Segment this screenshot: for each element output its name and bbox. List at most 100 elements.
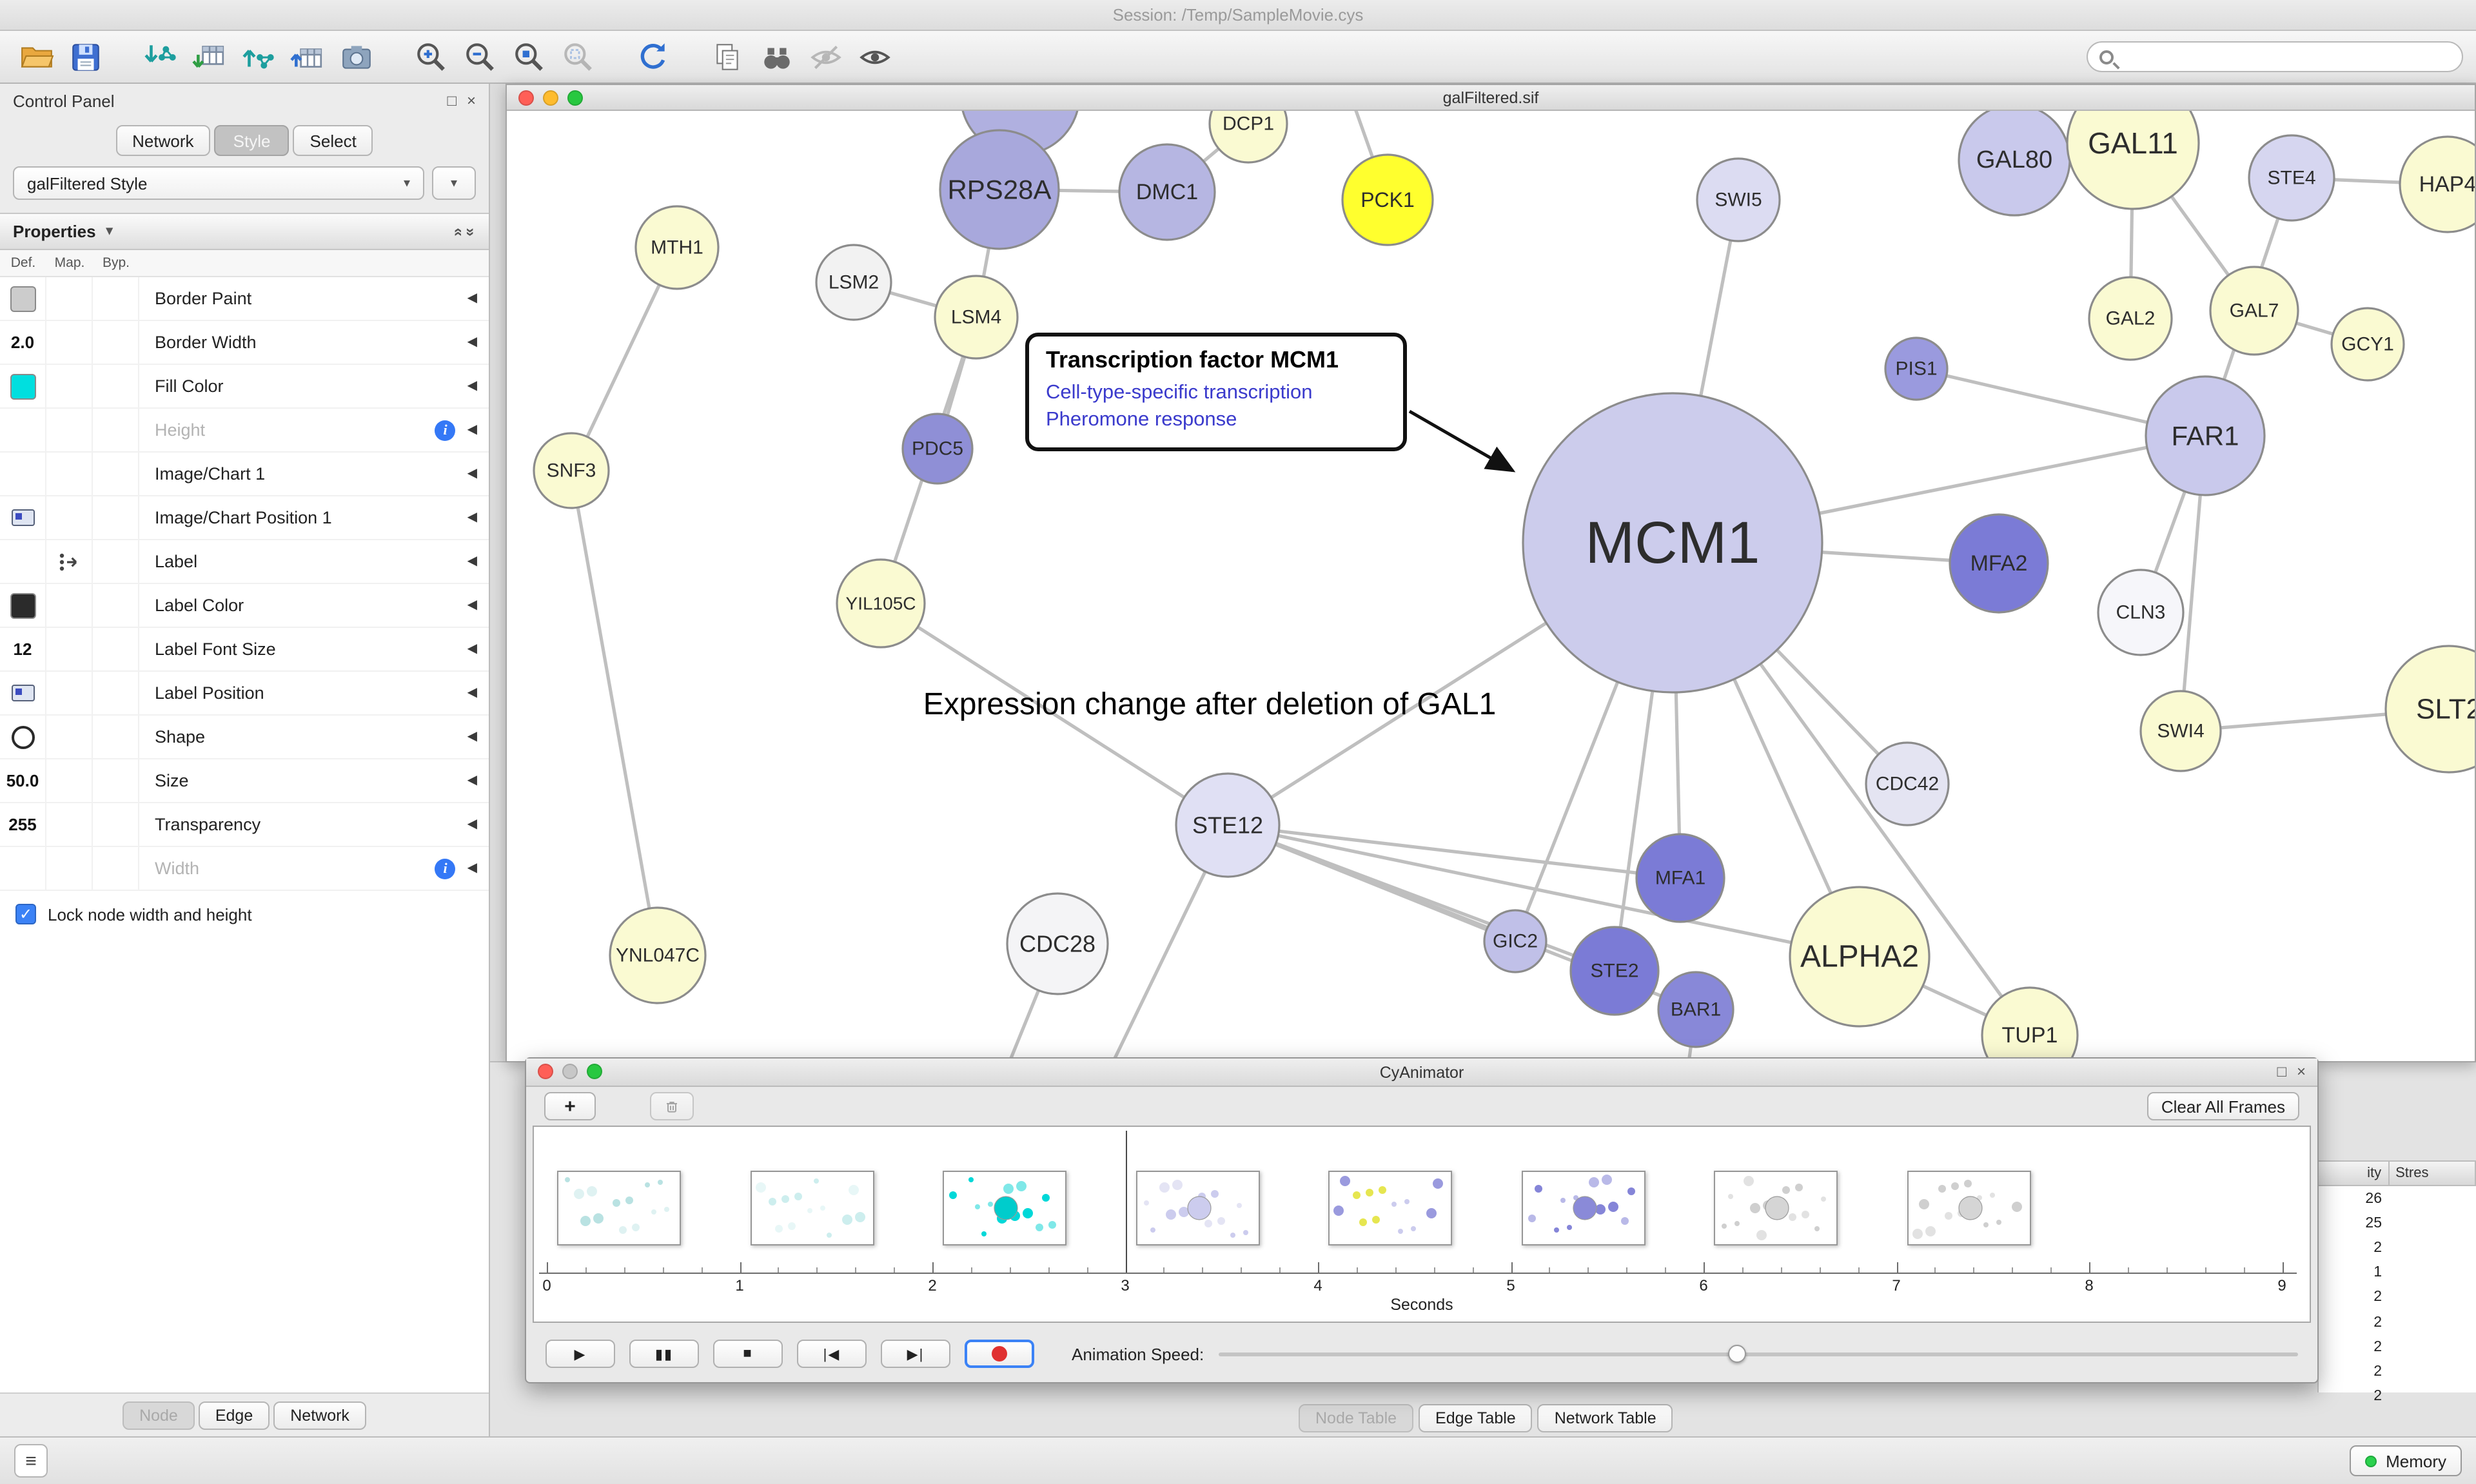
- stop-button[interactable]: ■: [713, 1340, 783, 1368]
- frame-thumbnail-5[interactable]: [1328, 1171, 1452, 1245]
- panel-menu-button[interactable]: ≡: [14, 1444, 48, 1478]
- animation-speed-slider[interactable]: [1218, 1345, 2298, 1363]
- default-value[interactable]: 12: [13, 639, 32, 659]
- lock-checkbox[interactable]: ✓: [15, 904, 36, 924]
- close-window-icon[interactable]: [518, 90, 534, 106]
- frame-thumbnail-1[interactable]: [557, 1171, 681, 1245]
- node-lsm4[interactable]: LSM4: [934, 275, 1019, 360]
- zoom-out-icon[interactable]: [457, 36, 503, 77]
- zoom-window-icon[interactable]: [587, 1064, 602, 1079]
- node-far1[interactable]: FAR1: [2145, 375, 2266, 496]
- style-dropdown[interactable]: galFiltered Style ▾: [13, 166, 424, 200]
- node-ste12[interactable]: STE12: [1175, 772, 1281, 878]
- node-tup1[interactable]: TUP1: [1981, 986, 2079, 1061]
- node-mth1[interactable]: MTH1: [634, 205, 720, 290]
- node-cdc28[interactable]: CDC28: [1006, 892, 1109, 995]
- refresh-view-icon[interactable]: [629, 36, 676, 77]
- zoom-fit-icon[interactable]: [506, 36, 552, 77]
- expand-row-icon[interactable]: ◀: [467, 774, 477, 788]
- node-slt2[interactable]: SLT2: [2384, 645, 2475, 774]
- table-column-header[interactable]: ity: [2319, 1160, 2390, 1186]
- import-network-icon[interactable]: [137, 36, 183, 77]
- close-frame-icon[interactable]: ×: [2296, 1062, 2306, 1080]
- node-gic2[interactable]: GIC2: [1483, 909, 1548, 973]
- expand-row-icon[interactable]: ◀: [467, 817, 477, 832]
- node-cln3[interactable]: CLN3: [2097, 569, 2185, 656]
- color-swatch[interactable]: [10, 286, 35, 311]
- expand-row-icon[interactable]: ◀: [467, 511, 477, 525]
- property-row-border-paint[interactable]: Border Paint◀: [0, 277, 489, 321]
- frame-thumbnail-8[interactable]: [1907, 1171, 2030, 1245]
- node-snf3[interactable]: SNF3: [533, 432, 610, 509]
- mapping-icon[interactable]: [56, 551, 82, 572]
- node-pdc5[interactable]: PDC5: [901, 413, 974, 485]
- position-icon[interactable]: [11, 509, 34, 526]
- node-cdc42[interactable]: CDC42: [1865, 741, 1950, 826]
- node-mfa2[interactable]: MFA2: [1949, 513, 2049, 614]
- tab-style[interactable]: Style: [214, 125, 290, 156]
- export-network-icon[interactable]: [235, 36, 281, 77]
- node-gcy1[interactable]: GCY1: [2330, 307, 2405, 382]
- expand-all-icon[interactable]: »: [462, 227, 481, 236]
- pause-button[interactable]: ▮▮: [629, 1340, 699, 1368]
- slider-thumb[interactable]: [1727, 1345, 1746, 1363]
- property-row-fill-color[interactable]: Fill Color◀: [0, 365, 489, 409]
- expand-row-icon[interactable]: ◀: [467, 335, 477, 349]
- expand-row-icon[interactable]: ◀: [467, 467, 477, 481]
- tab-network[interactable]: Network: [115, 125, 211, 156]
- clear-all-frames-button[interactable]: Clear All Frames: [2147, 1092, 2299, 1120]
- node-gal7[interactable]: GAL7: [2209, 266, 2299, 356]
- expand-row-icon[interactable]: ◀: [467, 554, 477, 569]
- close-window-icon[interactable]: [538, 1064, 553, 1079]
- node-ste4[interactable]: STE4: [2248, 134, 2335, 222]
- property-row-image-chart-position-1[interactable]: Image/Chart Position 1◀: [0, 496, 489, 540]
- node-ynl047c[interactable]: YNL047C: [609, 906, 707, 1004]
- property-row-label-color[interactable]: Label Color◀: [0, 584, 489, 628]
- minimize-window-icon[interactable]: [543, 90, 558, 106]
- node-rps28a[interactable]: RPS28A: [939, 129, 1060, 250]
- table-column-header[interactable]: Stres: [2389, 1160, 2476, 1186]
- table-tab-network-table[interactable]: Network Table: [1537, 1404, 1673, 1432]
- table-tab-node-table[interactable]: Node Table: [1299, 1404, 1414, 1432]
- minimize-window-icon[interactable]: [562, 1064, 578, 1079]
- property-row-label-position[interactable]: Label Position◀: [0, 672, 489, 716]
- node-bar1[interactable]: BAR1: [1657, 971, 1734, 1048]
- color-swatch[interactable]: [10, 373, 35, 399]
- zoom-in-icon[interactable]: [408, 36, 454, 77]
- skip-to-start-button[interactable]: |◀: [797, 1340, 867, 1368]
- properties-header[interactable]: Properties ▾ » »: [0, 214, 489, 250]
- copy-icon[interactable]: [704, 36, 751, 77]
- info-icon[interactable]: i: [435, 420, 456, 440]
- frame-thumbnail-7[interactable]: [1714, 1171, 1838, 1245]
- style-target-tab-edge[interactable]: Edge: [198, 1401, 270, 1429]
- table-tab-edge-table[interactable]: Edge Table: [1419, 1404, 1533, 1432]
- annotation-box[interactable]: Transcription factor MCM1 Cell-type-spec…: [1025, 333, 1407, 451]
- node-alpha2[interactable]: ALPHA2: [1789, 886, 1931, 1028]
- node-ste2[interactable]: STE2: [1569, 926, 1660, 1016]
- node-swi5[interactable]: SWI5: [1696, 157, 1781, 242]
- expand-row-icon[interactable]: ◀: [467, 379, 477, 393]
- import-table-icon[interactable]: [186, 36, 232, 77]
- default-value[interactable]: 255: [8, 815, 37, 834]
- frame-thumbnail-4[interactable]: [1135, 1171, 1259, 1245]
- expand-row-icon[interactable]: ◀: [467, 423, 477, 437]
- play-button[interactable]: ▶: [545, 1340, 615, 1368]
- zoom-window-icon[interactable]: [567, 90, 583, 106]
- style-target-tab-network[interactable]: Network: [273, 1401, 366, 1429]
- delete-frame-button[interactable]: [650, 1092, 694, 1120]
- node-gal80[interactable]: GAL80: [1958, 111, 2071, 217]
- node-dcp1[interactable]: DCP1: [1208, 111, 1288, 164]
- export-image-icon[interactable]: [333, 36, 379, 77]
- property-row-shape[interactable]: Shape◀: [0, 716, 489, 759]
- color-swatch[interactable]: [10, 592, 35, 618]
- close-panel-icon[interactable]: ×: [466, 92, 476, 110]
- add-frame-button[interactable]: +: [544, 1092, 596, 1120]
- node-lsm2[interactable]: LSM2: [815, 244, 892, 321]
- export-table-icon[interactable]: [284, 36, 330, 77]
- expand-row-icon[interactable]: ◀: [467, 598, 477, 612]
